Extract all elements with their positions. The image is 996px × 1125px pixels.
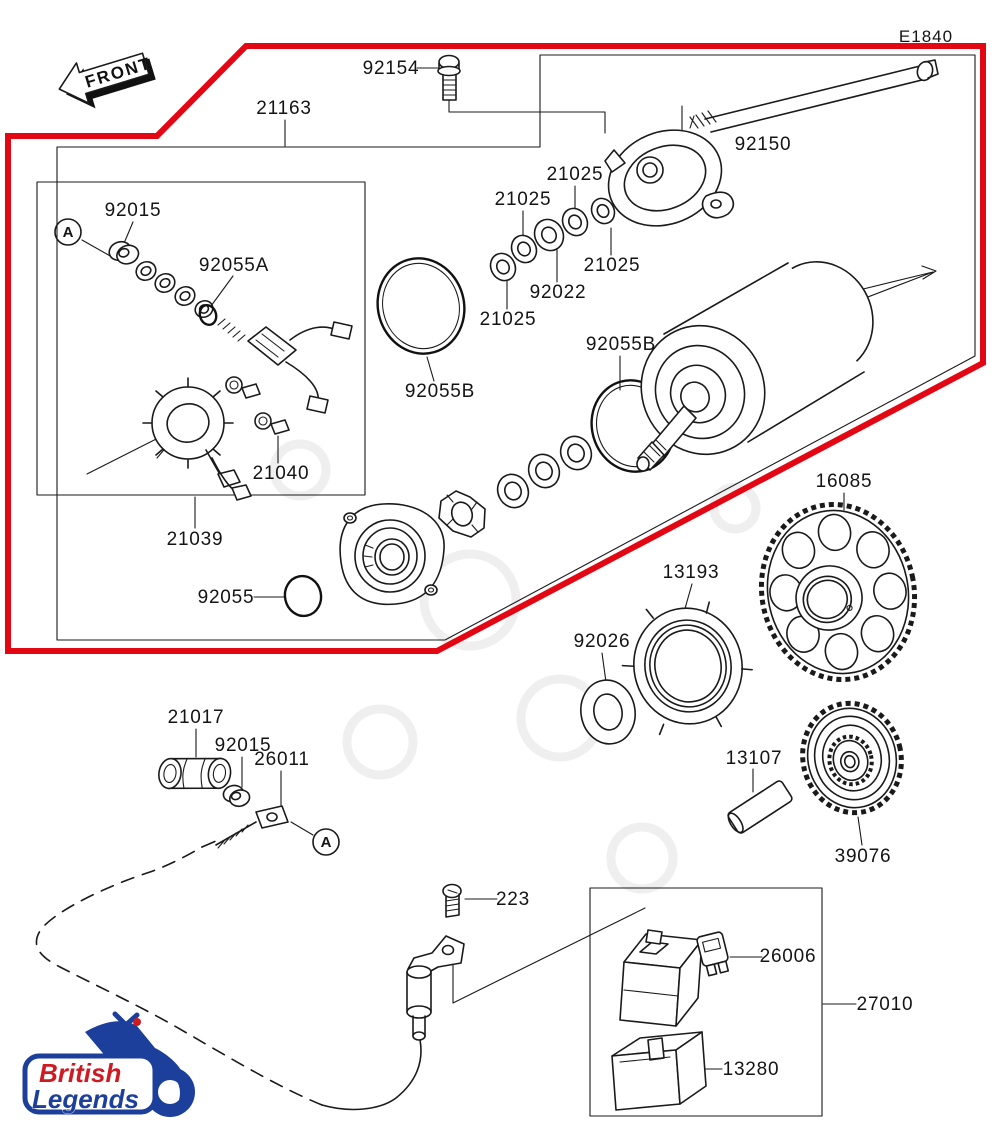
svg-text:A: A (321, 834, 332, 851)
brush-holder-detail-box (36, 181, 366, 496)
part-label-92022-6: 92022 (530, 282, 587, 303)
part-label-92055-14: 92055 (198, 587, 255, 608)
bolt-223-drawing (442, 883, 462, 918)
diagram-code: E1840 (899, 27, 953, 46)
oring-92055A-drawing (198, 303, 218, 327)
part-label-13280-26: 13280 (723, 1059, 780, 1080)
part-label-92015-21: 92015 (215, 735, 272, 756)
highlight-border (5, 43, 986, 654)
callout-a-1: A (312, 828, 340, 856)
part-label-21163-1: 21163 (256, 98, 311, 119)
front-arrow: FRONT (58, 52, 156, 109)
part-label-21025-5: 21025 (584, 255, 641, 276)
nut-92015-2-drawing (222, 784, 251, 808)
part-label-92055A-11: 92055A (199, 255, 269, 276)
bolt-92154-drawing (437, 54, 461, 101)
washer-chain-drawing (489, 197, 616, 282)
part-label-39076-19: 39076 (835, 846, 892, 867)
armature-drawing (636, 261, 874, 472)
logo-line1: British (39, 1058, 121, 1088)
part-label-92055B-8: 92055B (405, 381, 475, 402)
svg-text:A: A (63, 224, 74, 241)
brush-holder-detail-drawing (108, 240, 353, 501)
callout-a-0: A (54, 218, 82, 246)
oring-92055-drawing (283, 574, 323, 618)
pin-13107-drawing (727, 780, 793, 834)
relay-group-box (589, 887, 823, 1117)
part-label-223-23: 223 (496, 889, 530, 910)
gear-39076-drawing (800, 700, 904, 816)
holder-13280-drawing (611, 1031, 707, 1111)
part-label-21025-7: 21025 (480, 309, 537, 330)
part-label-16085-15: 16085 (816, 471, 873, 492)
logo-badge (22, 1053, 158, 1115)
part-label-21025-3: 21025 (547, 164, 604, 185)
part-label-92150-2: 92150 (735, 134, 792, 155)
part-label-92026-17: 92026 (574, 631, 631, 652)
logo: British Legends (22, 1011, 195, 1117)
part-label-21039-13: 21039 (167, 529, 224, 550)
part-label-26011-22: 26011 (254, 749, 309, 770)
part-label-26006-24: 26006 (760, 946, 817, 967)
cable-bracket-drawing (406, 935, 465, 1041)
motor-bracket-drawing (604, 129, 735, 227)
part-label-21017-20: 21017 (168, 707, 225, 728)
part-label-13107-18: 13107 (726, 748, 783, 769)
terminal-26011-drawing (215, 805, 289, 849)
starter-motor-group-box (56, 54, 976, 641)
part-label-21040-12: 21040 (253, 463, 310, 484)
logo-line2: Legends (32, 1084, 139, 1114)
part-label-92055B-9: 92055B (586, 334, 656, 355)
gear-16085-drawing (758, 501, 918, 683)
oring-92055B-1-drawing (376, 257, 466, 355)
part-label-27010-25: 27010 (857, 994, 914, 1015)
part-label-92015-10: 92015 (105, 200, 162, 221)
end-cover-group-drawing (339, 435, 593, 606)
part-label-13193-16: 13193 (663, 562, 720, 583)
battery-cable-drawing (35, 840, 422, 1111)
part-label-21025-4: 21025 (495, 189, 552, 210)
part-label-92154-0: 92154 (363, 58, 420, 79)
logo-motorcycle (85, 1011, 195, 1117)
bolt-92150-drawing (689, 59, 939, 133)
washer-92026-drawing (580, 679, 636, 745)
fuse-26006-drawing (696, 931, 730, 977)
relay-drawing (619, 929, 703, 1027)
boot-21017-drawing (158, 757, 232, 790)
clutch-13193-drawing (621, 601, 753, 736)
group-boxes (36, 54, 976, 1117)
